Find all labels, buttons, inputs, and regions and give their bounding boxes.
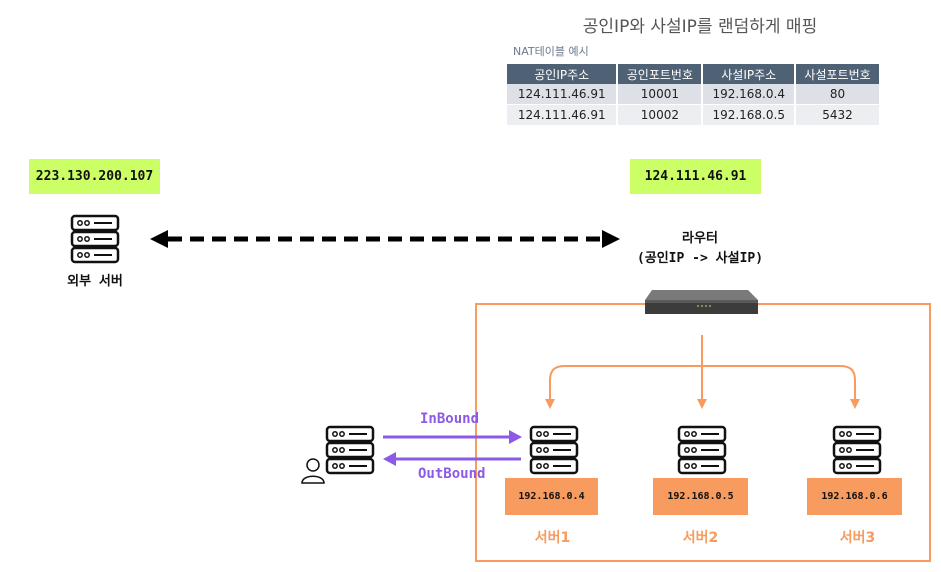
nat-cell: 5432 (795, 104, 881, 126)
nat-cell: 192.168.0.5 (702, 104, 797, 126)
server2-icon (677, 425, 727, 475)
nat-cell: 10002 (617, 104, 704, 126)
server2-ip-box: 192.168.0.5 (653, 478, 748, 515)
nat-cell: 124.111.46.91 (507, 84, 619, 105)
external-server-icon (70, 214, 120, 264)
router-ip-box: 124.111.46.91 (630, 159, 761, 194)
arrow-head (850, 399, 860, 409)
nat-cell: 124.111.46.91 (507, 104, 619, 126)
server3-icon (832, 425, 882, 475)
nat-header-public-ip: 공인IP주소 (507, 64, 619, 84)
nat-cell: 80 (795, 84, 881, 105)
arrow-head (697, 399, 707, 409)
outbound-label: OutBound (418, 466, 486, 482)
server3-name: 서버3 (839, 530, 876, 546)
table-row: 124.111.46.91 10001 192.168.0.4 80 (507, 84, 881, 105)
server1-ip-box: 192.168.0.4 (505, 478, 598, 515)
server1-icon (529, 425, 579, 475)
nat-cell: 10001 (617, 84, 704, 105)
nat-header-private-ip: 사설IP주소 (702, 64, 797, 84)
nat-header-private-port: 사설포트번호 (795, 64, 881, 84)
inbound-label: InBound (420, 411, 480, 427)
external-server-label: 외부 서버 (67, 274, 123, 289)
inbound-arrow (383, 430, 522, 444)
nat-header-public-port: 공인포트번호 (617, 64, 704, 84)
outbound-arrow (383, 452, 521, 466)
user-icon (301, 458, 325, 484)
server3-ip-box: 192.168.0.6 (807, 478, 902, 515)
nat-table: 공인IP주소 공인포트번호 사설IP주소 사설포트번호 124.111.46.9… (507, 64, 881, 126)
server2-name: 서버2 (682, 530, 719, 546)
distribution-arrows (549, 335, 856, 401)
nat-cell: 192.168.0.4 (702, 84, 797, 105)
router-icon (645, 290, 758, 314)
external-ip-box: 223.130.200.107 (29, 159, 160, 194)
client-server-icon (325, 425, 375, 475)
table-row: 124.111.46.91 10002 192.168.0.5 5432 (507, 104, 881, 126)
nat-table-caption: NAT테이블 예시 (513, 45, 589, 58)
diagram-title: 공인IP와 사설IP를 랜덤하게 매핑 (582, 17, 818, 37)
internet-link-arrow (150, 230, 620, 248)
arrow-head (545, 399, 555, 409)
server1-name: 서버1 (534, 530, 571, 546)
router-label: 라우터 (공인IP -> 사설IP) (636, 231, 764, 266)
